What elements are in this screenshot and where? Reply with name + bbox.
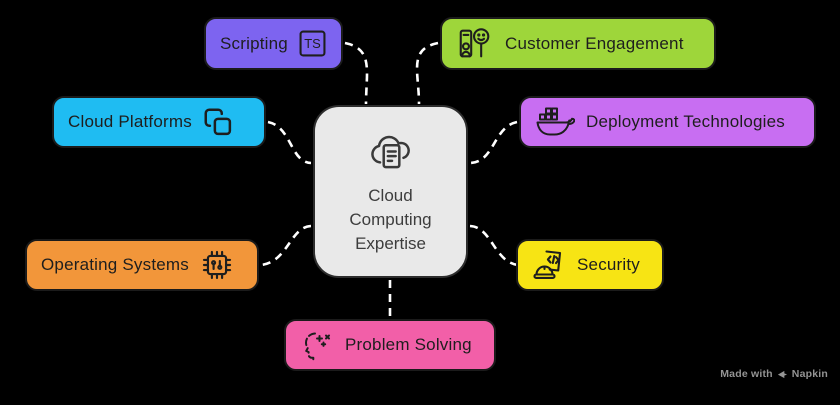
- cpu-chip-icon: [200, 248, 234, 282]
- napkin-watermark[interactable]: Made with Napkin: [720, 368, 828, 380]
- watermark-prefix: Made with: [720, 368, 773, 380]
- center-title-line: Cloud: [368, 185, 413, 205]
- connector-customer-engagement: [415, 41, 439, 105]
- node-security[interactable]: Security: [516, 239, 664, 291]
- node-scripting[interactable]: Scripting TS: [204, 17, 343, 70]
- napkin-pen-icon: [777, 369, 788, 380]
- presenter-smiley-icon: [456, 25, 494, 63]
- center-title-line: Computing: [349, 209, 432, 229]
- node-customer-engagement[interactable]: Customer Engagement: [440, 17, 716, 70]
- node-scripting-label: Scripting: [220, 33, 288, 53]
- center-title: Cloud Computing Expertise: [349, 184, 431, 256]
- node-problem-solving-label: Problem Solving: [345, 335, 472, 354]
- node-cloud-platforms-label: Cloud Platforms: [68, 112, 192, 131]
- connector-security: [469, 224, 519, 267]
- connector-deployment-technologies: [469, 120, 518, 165]
- connector-cloud-platforms: [267, 120, 312, 165]
- hard-hat-document-icon: [532, 248, 566, 282]
- typescript-icon-letters: TS: [304, 36, 321, 51]
- node-problem-solving[interactable]: Problem Solving: [284, 319, 496, 371]
- node-operating-systems-label: Operating Systems: [41, 255, 189, 274]
- node-operating-systems[interactable]: Operating Systems: [25, 239, 259, 291]
- stacked-squares-icon: [203, 107, 233, 137]
- node-customer-engagement-label: Customer Engagement: [505, 33, 684, 53]
- head-sparkles-icon: [300, 328, 334, 362]
- node-deployment-technologies-label: Deployment Technologies: [586, 112, 785, 131]
- node-security-label: Security: [577, 255, 641, 274]
- node-deployment-technologies[interactable]: Deployment Technologies: [519, 96, 816, 148]
- center-node-cloud-computing-expertise[interactable]: Cloud Computing Expertise: [313, 105, 468, 278]
- watermark-brand: Napkin: [791, 368, 828, 380]
- typescript-icon: TS: [299, 30, 326, 57]
- center-title-line: Expertise: [355, 233, 426, 253]
- connector-operating-systems: [260, 224, 312, 267]
- node-cloud-platforms[interactable]: Cloud Platforms: [52, 96, 266, 148]
- connector-scripting: [344, 41, 369, 105]
- cloud-document-icon: [365, 128, 417, 176]
- docker-whale-icon: [535, 106, 575, 138]
